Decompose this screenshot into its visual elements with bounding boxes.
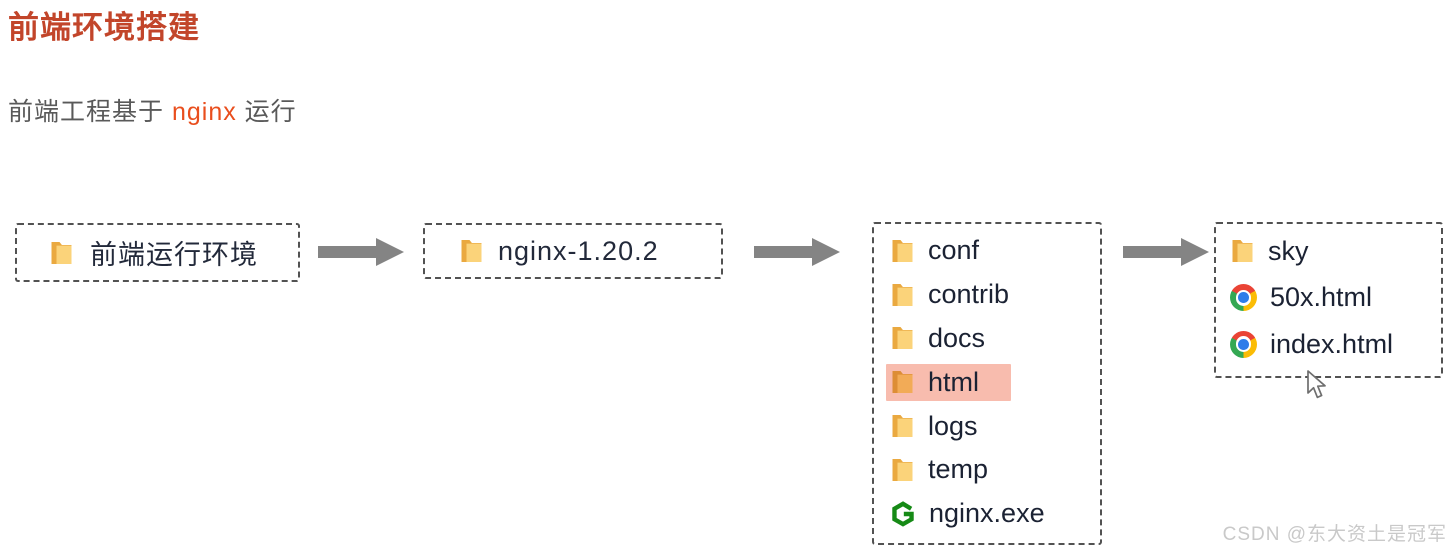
file-label: 50x.html [1270, 282, 1373, 313]
file-label: nginx.exe [929, 498, 1045, 529]
flow-node-frontend-env: 前端运行环境 [15, 223, 300, 282]
folder-icon [892, 458, 913, 481]
arrow-right-icon [318, 238, 404, 266]
folder-icon [892, 371, 913, 394]
file-label: contrib [928, 279, 1010, 310]
chrome-icon [1230, 284, 1257, 312]
file-row-nginx-exe: nginx.exe [874, 492, 1100, 536]
node-label: nginx-1.20.2 [498, 235, 659, 266]
file-row-conf: conf [874, 229, 1100, 273]
file-label: docs [928, 322, 986, 353]
nginx-highlight-text: nginx [171, 98, 237, 126]
folder-icon [892, 239, 913, 262]
subtitle-prefix: 前端工程基于 [8, 98, 172, 126]
nginx-icon [892, 500, 914, 527]
subtitle-suffix: 运行 [236, 98, 297, 126]
file-row-docs: docs [874, 317, 1100, 361]
folder-icon [51, 241, 72, 264]
node-label: 前端运行环境 [90, 240, 258, 270]
file-label: sky [1268, 235, 1309, 266]
selection-highlight: html [886, 363, 1012, 401]
file-label: logs [928, 410, 978, 441]
arrow-right-icon [1123, 238, 1209, 266]
file-row-sky: sky [1216, 228, 1441, 275]
file-label: temp [928, 454, 989, 485]
watermark: CSDN @东大资土是冠军 [1222, 524, 1447, 545]
folder-icon [461, 240, 482, 262]
file-row-index-html: index.html [1216, 321, 1441, 368]
file-row-50x-html: 50x.html [1216, 275, 1441, 322]
file-row-logs: logs [874, 404, 1100, 448]
file-label: conf [928, 235, 980, 266]
chrome-icon [1230, 330, 1257, 358]
file-row-temp: temp [874, 448, 1100, 492]
flow-node-nginx-contents: conf contrib docs [872, 222, 1102, 545]
page-title: 前端环境搭建 [8, 10, 200, 45]
mouse-cursor-icon [1307, 370, 1326, 399]
file-label: html [928, 366, 980, 397]
file-row-contrib: contrib [874, 273, 1100, 317]
folder-icon [892, 327, 913, 350]
folder-icon [892, 283, 913, 306]
arrow-right-icon [754, 238, 840, 266]
file-row-html-selected: html [874, 360, 1100, 404]
folder-icon [892, 415, 913, 438]
subtitle: 前端工程基于 nginx 运行 [8, 92, 297, 128]
flow-node-html-contents: sky 50x.html index.html [1214, 222, 1443, 378]
file-label: index.html [1270, 328, 1394, 359]
flow-node-nginx-dir: nginx-1.20.2 [423, 223, 723, 279]
folder-icon [1232, 240, 1253, 263]
